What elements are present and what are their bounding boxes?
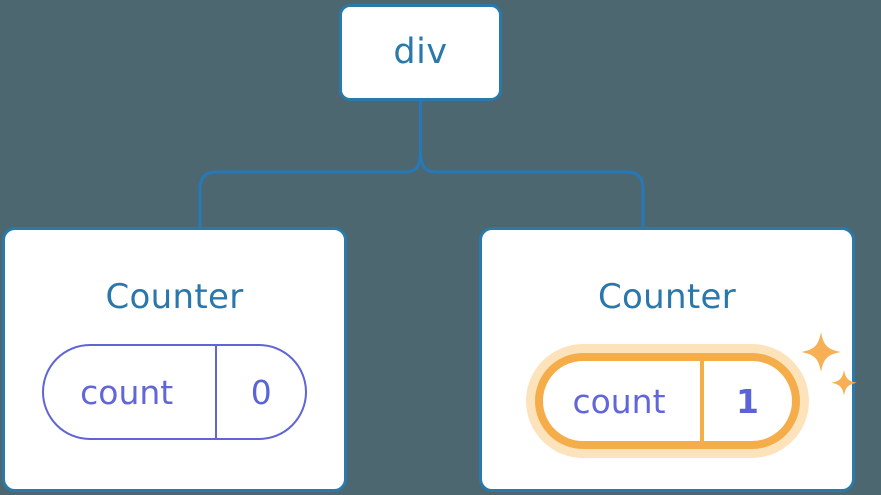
state-pill-right[interactable]: count 1 <box>534 353 800 449</box>
state-pill-left[interactable]: count 0 <box>42 344 307 440</box>
node-counter-right-title: Counter <box>598 277 736 317</box>
state-value-left: 0 <box>250 372 272 412</box>
sparkle-icon <box>800 332 841 372</box>
node-counter-left-title: Counter <box>105 277 244 317</box>
state-key-left: count <box>44 346 218 438</box>
node-counter-left[interactable]: Counter count 0 <box>2 227 347 492</box>
state-value-right: 1 <box>736 381 759 421</box>
connector-arm-right <box>419 148 645 229</box>
state-pill-highlight-ring: count 1 <box>525 332 857 458</box>
sparkle-small-icon <box>830 370 857 396</box>
connector-arm-left <box>198 148 422 229</box>
node-div[interactable]: div <box>339 4 502 101</box>
state-key-right: count <box>543 361 704 441</box>
state-pill-wrapper-right: count 1 <box>525 332 857 458</box>
node-div-label: div <box>393 32 448 72</box>
node-counter-right[interactable]: Counter count 1 <box>479 227 857 492</box>
sparkles-group <box>800 332 857 396</box>
state-pill-wrapper-left: count 0 <box>42 344 307 440</box>
